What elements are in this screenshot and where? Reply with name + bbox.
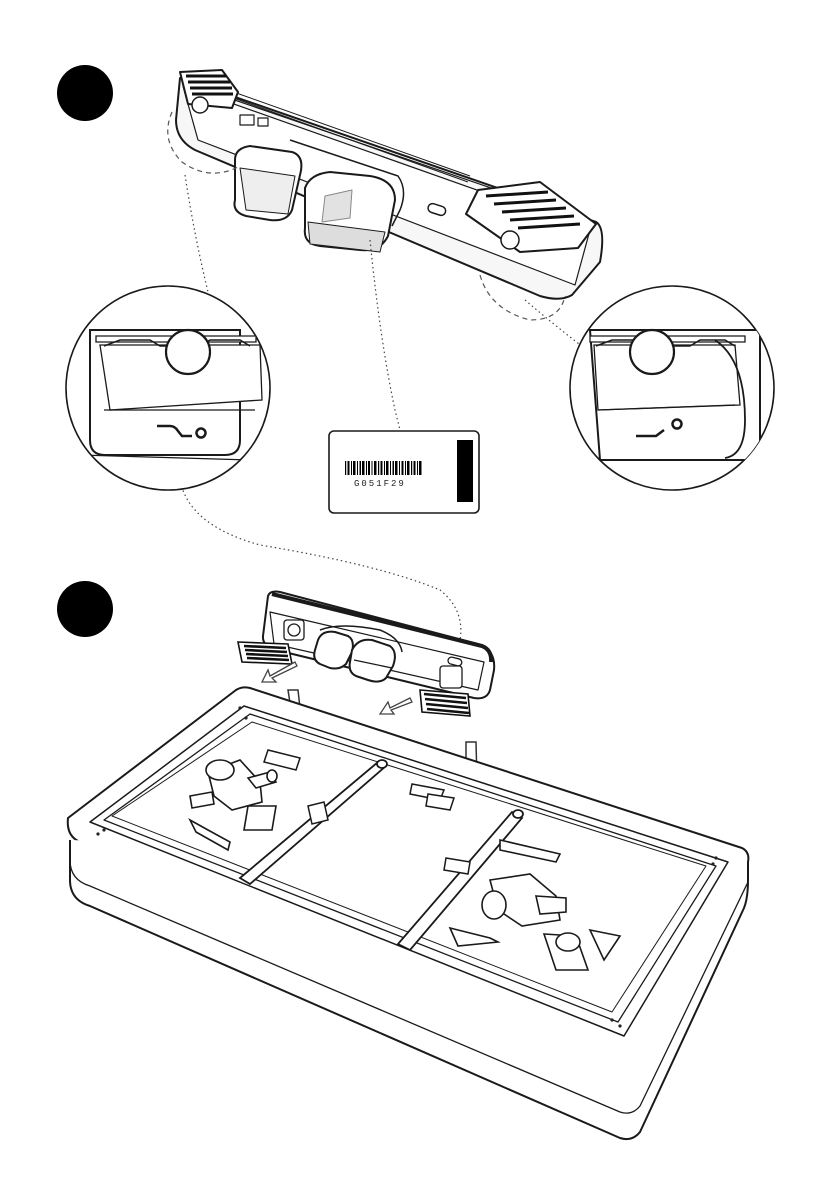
label-serial-text: G051F29 (354, 479, 406, 489)
control-unit-rear-view (176, 70, 602, 299)
control-unit-assembly-view (263, 592, 494, 699)
serial-label-card: G051F29 (329, 431, 479, 513)
bed-base-frame (68, 687, 749, 1139)
grip-pad-left (238, 642, 292, 664)
step-1-marker (57, 65, 113, 121)
step-2-marker (57, 581, 113, 637)
label-black-strip (457, 440, 473, 502)
zoom-detail-right (570, 286, 774, 490)
grip-pad-right (420, 690, 470, 716)
zoom-detail-left (66, 286, 270, 490)
